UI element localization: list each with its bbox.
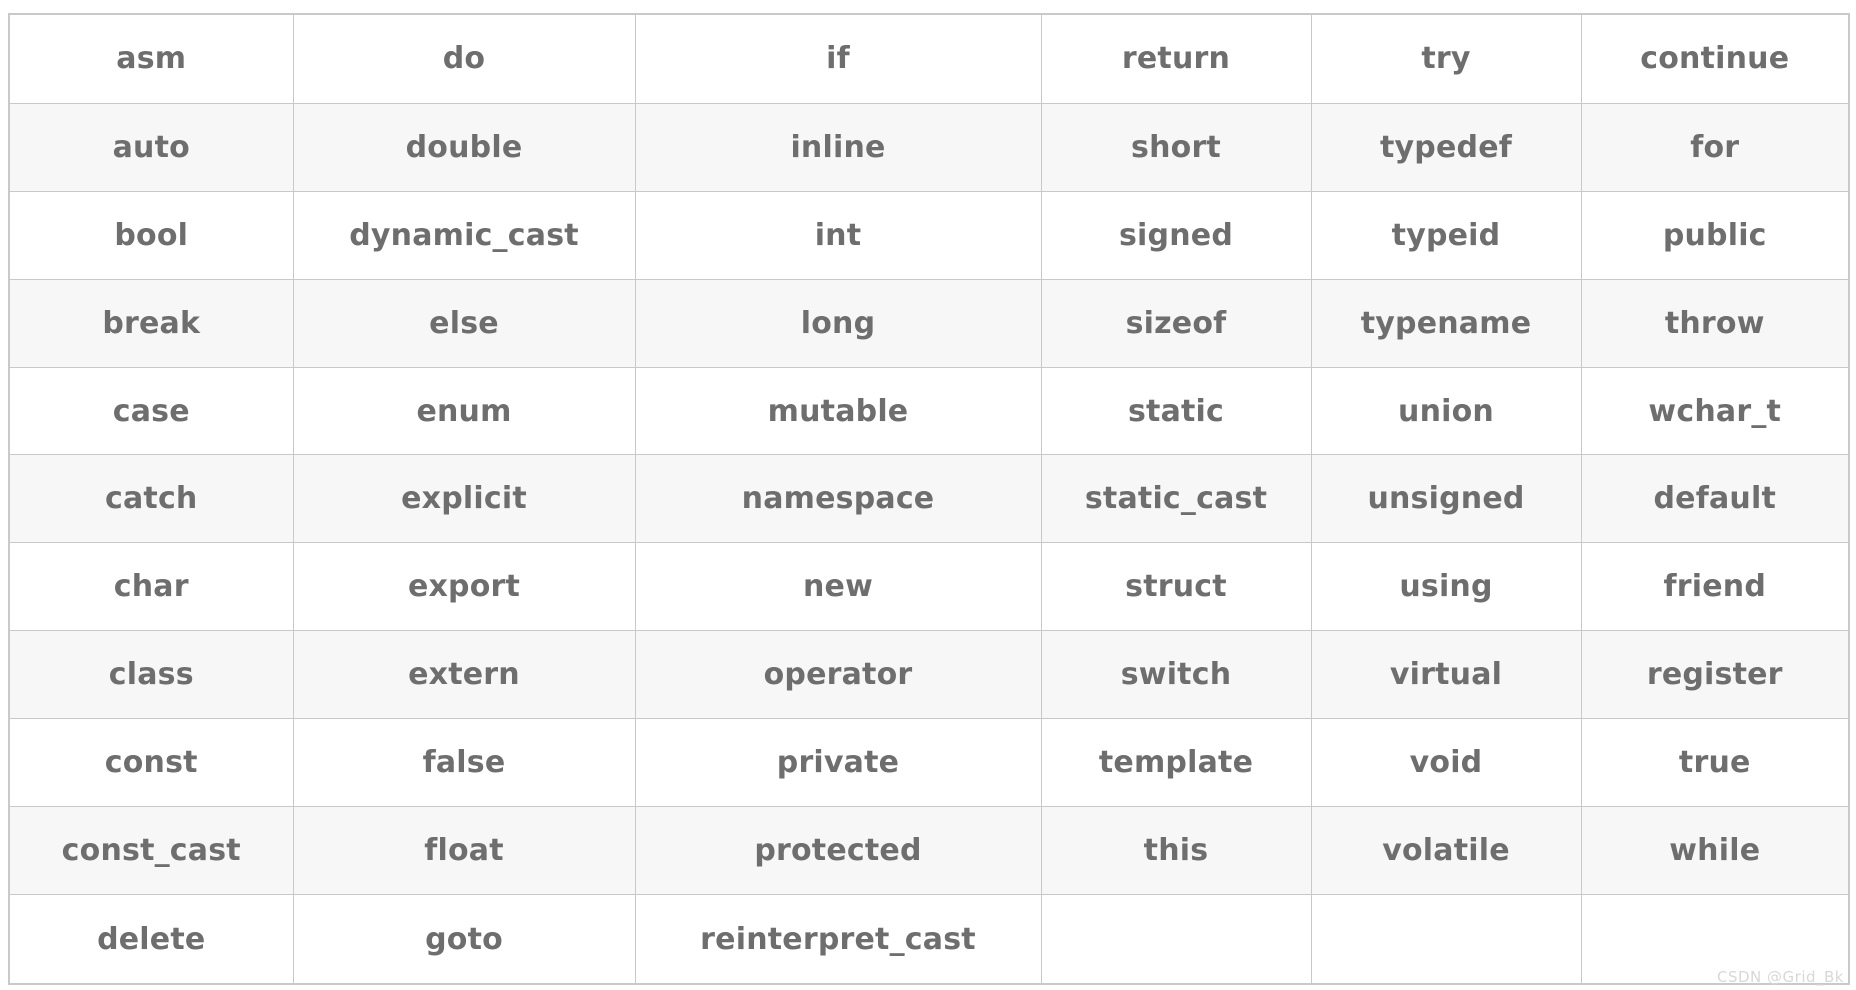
keyword-cell: union bbox=[1310, 366, 1582, 456]
keyword-cell: true bbox=[1580, 718, 1850, 808]
keyword-cell: template bbox=[1040, 718, 1312, 808]
keyword-cell: static_cast bbox=[1040, 454, 1312, 544]
keyword-cell: case bbox=[8, 366, 294, 456]
keyword-cell: dynamic_cast bbox=[292, 190, 636, 280]
keyword-cell: export bbox=[292, 542, 636, 632]
keyword-cell: operator bbox=[634, 630, 1042, 720]
keyword-cell: long bbox=[634, 278, 1042, 368]
keyword-cell: typename bbox=[1310, 278, 1582, 368]
keyword-cell: wchar_t bbox=[1580, 366, 1850, 456]
keyword-cell: short bbox=[1040, 102, 1312, 192]
keyword-cell: continue bbox=[1580, 13, 1850, 104]
keyword-cell: class bbox=[8, 630, 294, 720]
keyword-cell: explicit bbox=[292, 454, 636, 544]
keyword-cell: namespace bbox=[634, 454, 1042, 544]
keyword-cell: extern bbox=[292, 630, 636, 720]
keyword-cell: return bbox=[1040, 13, 1312, 104]
empty-cell bbox=[1040, 894, 1312, 985]
keyword-cell: for bbox=[1580, 102, 1850, 192]
keyword-cell: char bbox=[8, 542, 294, 632]
keyword-cell: mutable bbox=[634, 366, 1042, 456]
keyword-cell: const_cast bbox=[8, 806, 294, 896]
keyword-cell: do bbox=[292, 13, 636, 104]
keyword-cell: false bbox=[292, 718, 636, 808]
keyword-cell: public bbox=[1580, 190, 1850, 280]
keyword-cell: void bbox=[1310, 718, 1582, 808]
keyword-cell: private bbox=[634, 718, 1042, 808]
keyword-cell: throw bbox=[1580, 278, 1850, 368]
keyword-cell: volatile bbox=[1310, 806, 1582, 896]
keyword-cell: asm bbox=[8, 13, 294, 104]
keyword-cell: this bbox=[1040, 806, 1312, 896]
keyword-cell: static bbox=[1040, 366, 1312, 456]
keyword-cell: switch bbox=[1040, 630, 1312, 720]
keyword-cell: new bbox=[634, 542, 1042, 632]
keyword-cell: delete bbox=[8, 894, 294, 985]
keyword-cell: else bbox=[292, 278, 636, 368]
keyword-cell: unsigned bbox=[1310, 454, 1582, 544]
keyword-cell: inline bbox=[634, 102, 1042, 192]
empty-cell bbox=[1310, 894, 1582, 985]
keyword-cell: register bbox=[1580, 630, 1850, 720]
keyword-cell: struct bbox=[1040, 542, 1312, 632]
keyword-cell: float bbox=[292, 806, 636, 896]
keyword-cell: reinterpret_cast bbox=[634, 894, 1042, 985]
keyword-cell: bool bbox=[8, 190, 294, 280]
keyword-cell: catch bbox=[8, 454, 294, 544]
keyword-cell: double bbox=[292, 102, 636, 192]
keyword-cell: signed bbox=[1040, 190, 1312, 280]
keyword-cell: sizeof bbox=[1040, 278, 1312, 368]
keyword-cell: goto bbox=[292, 894, 636, 985]
empty-cell bbox=[1580, 894, 1850, 985]
keyword-cell: virtual bbox=[1310, 630, 1582, 720]
keyword-cell: using bbox=[1310, 542, 1582, 632]
keyword-cell: default bbox=[1580, 454, 1850, 544]
keyword-cell: typeid bbox=[1310, 190, 1582, 280]
keyword-cell: try bbox=[1310, 13, 1582, 104]
keyword-cell: const bbox=[8, 718, 294, 808]
keyword-cell: friend bbox=[1580, 542, 1850, 632]
keyword-cell: auto bbox=[8, 102, 294, 192]
keyword-cell: enum bbox=[292, 366, 636, 456]
keyword-cell: if bbox=[634, 13, 1042, 104]
keyword-cell: protected bbox=[634, 806, 1042, 896]
keyword-cell: while bbox=[1580, 806, 1850, 896]
keyword-cell: break bbox=[8, 278, 294, 368]
keyword-cell: int bbox=[634, 190, 1042, 280]
keyword-cell: typedef bbox=[1310, 102, 1582, 192]
